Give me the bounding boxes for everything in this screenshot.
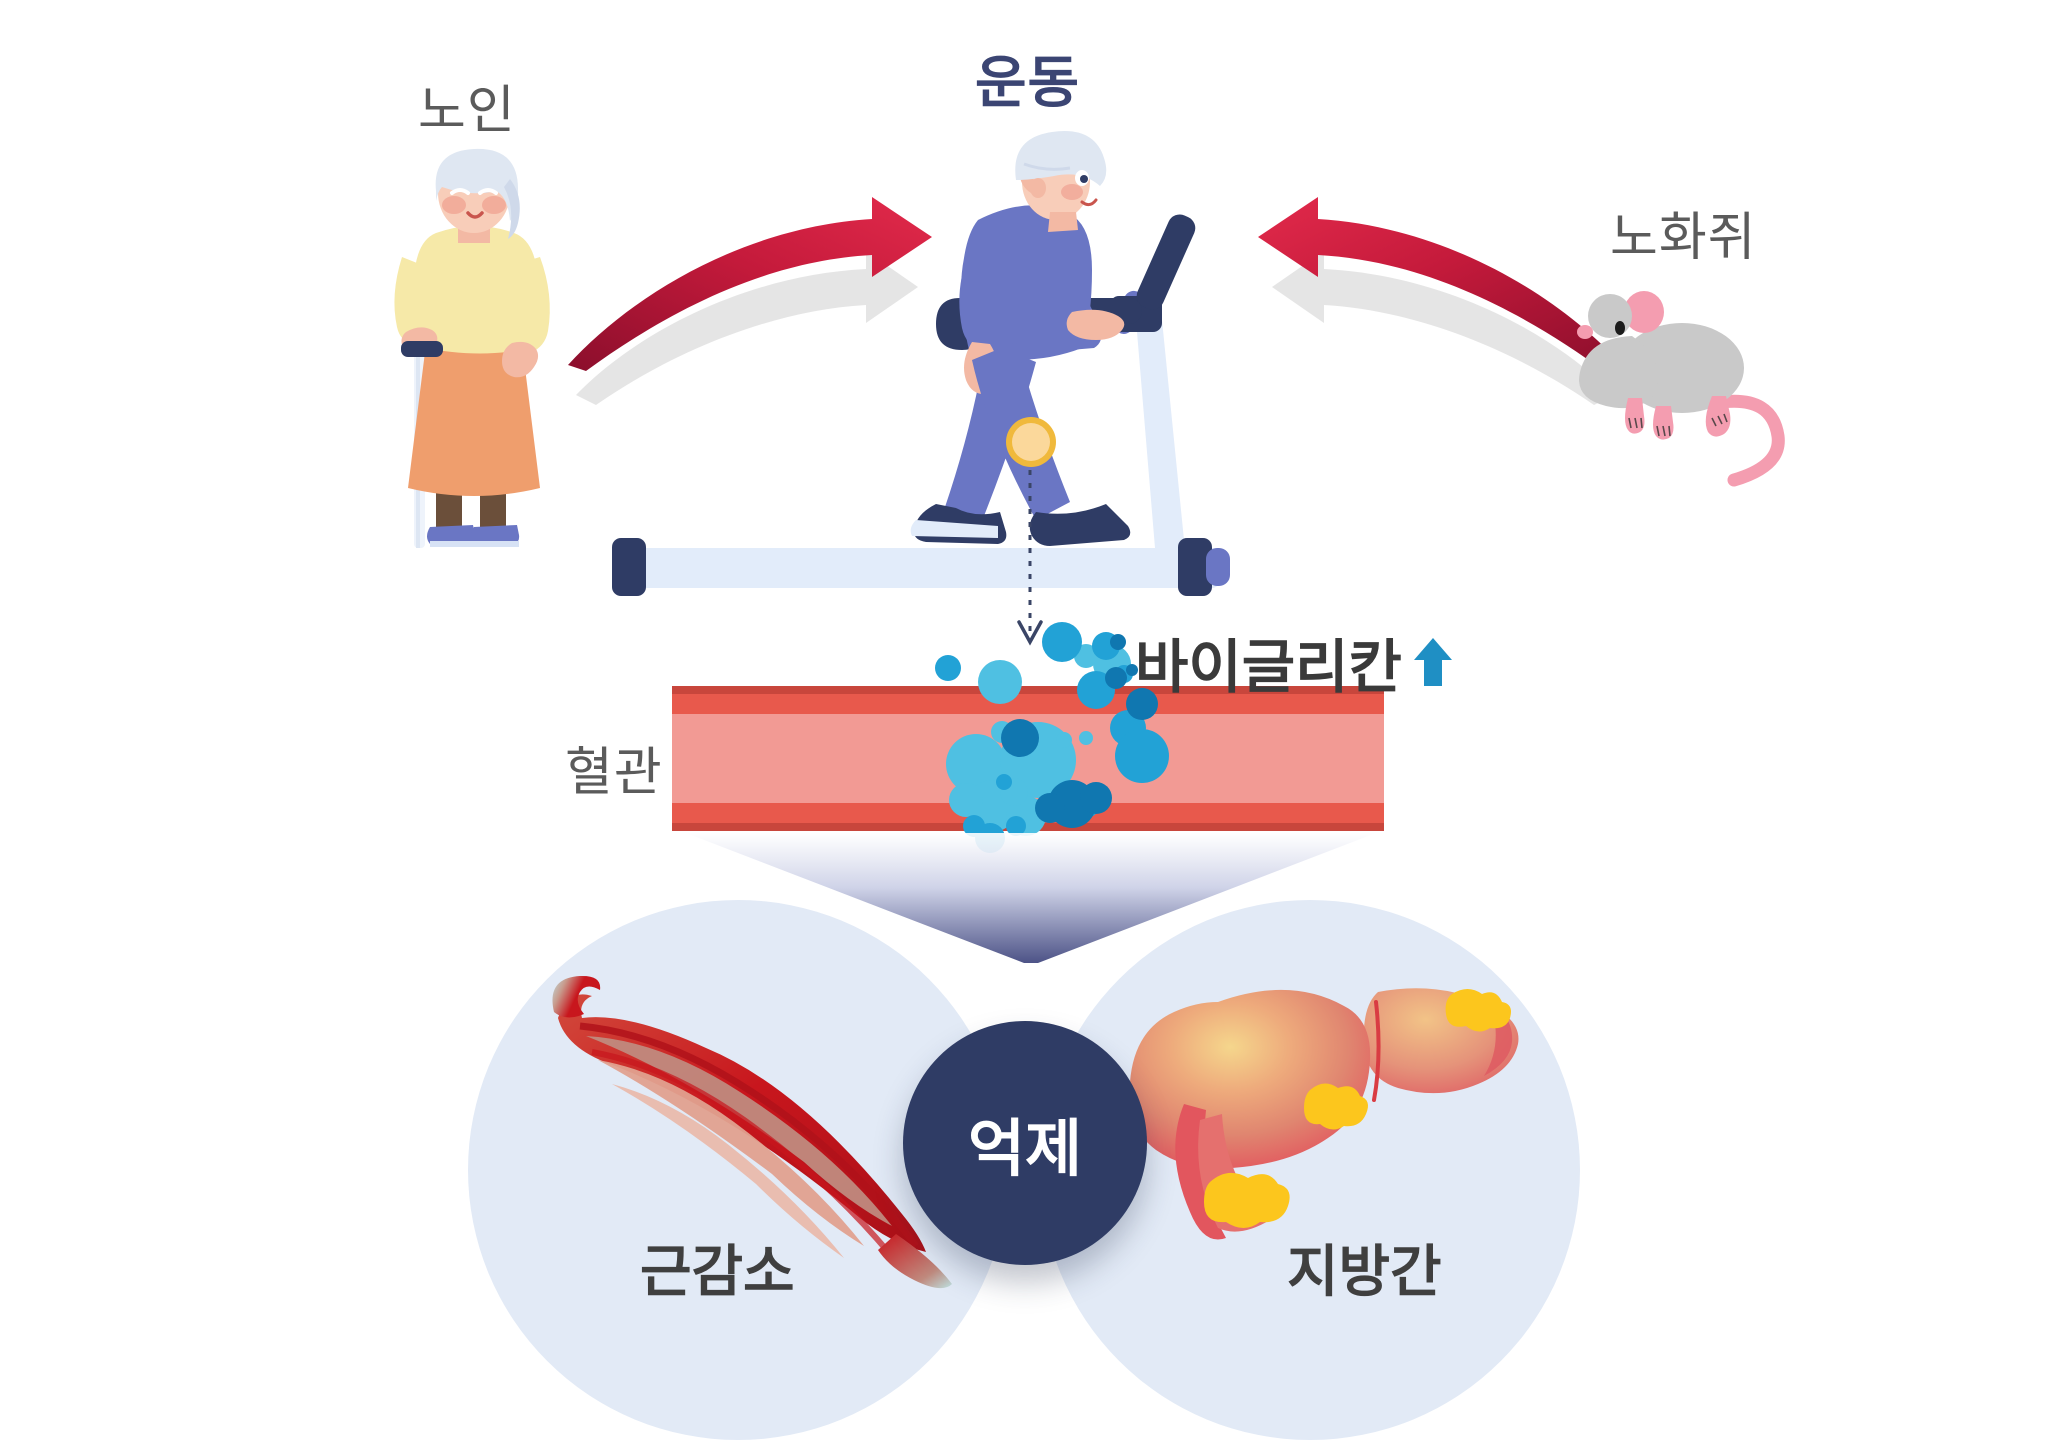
vessel-wall-top-outer [672,686,1384,694]
center-effect-badge[interactable]: 억제 [903,1021,1147,1265]
label-biglycan-text: 바이글리칸 [1135,635,1402,700]
curved-red-arrow-left-icon [1210,175,1630,405]
aged-mouse-illustration [1570,290,1830,487]
dotted-down-arrow [1010,470,1050,650]
vessel-wall-top-inner [672,694,1384,714]
elderly-woman-illustration [370,145,580,555]
downward-funnel-arrow [686,833,1376,963]
label-elderly: 노인 [418,82,516,140]
curved-red-arrow-right-icon [560,175,980,405]
label-center-effect: 억제 [967,1115,1083,1184]
up-arrow-icon [1412,636,1454,688]
elderly-man-on-treadmill-illustration [612,130,1300,600]
biglycan-particles [880,620,1300,853]
skeletal-muscle-illustration [540,960,960,1290]
label-aged-mouse: 노화쥐 [1610,209,1757,267]
label-fatty-liver: 지방간 [1287,1240,1442,1303]
label-blood-vessel: 혈관 [565,744,663,802]
label-sarcopenia: 근감소 [640,1240,795,1303]
label-biglycan: 바이글리칸 [1135,620,1454,704]
fatty-liver-illustration [1129,950,1540,1270]
label-exercise: 운동 [975,51,1081,114]
